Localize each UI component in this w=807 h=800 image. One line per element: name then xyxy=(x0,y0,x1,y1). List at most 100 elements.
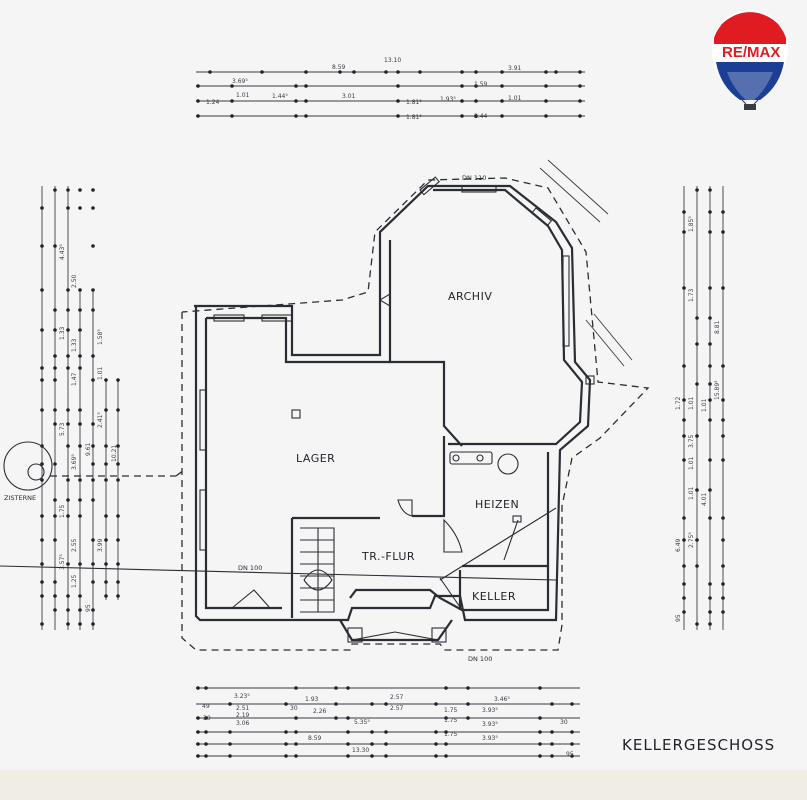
dimension-tick xyxy=(294,754,298,758)
dimension-tick xyxy=(578,114,582,118)
dimension-tick xyxy=(544,99,548,103)
dimension-tick xyxy=(78,478,82,482)
dimension-tick xyxy=(284,730,288,734)
dimension-tick xyxy=(444,716,448,720)
dimension-tick xyxy=(104,378,108,382)
dimension-tick xyxy=(396,84,400,88)
dimension-tick xyxy=(500,70,504,74)
dimension-tick xyxy=(466,686,470,690)
dimension-tick xyxy=(204,686,208,690)
dimension-tick xyxy=(570,702,574,706)
dimension-tick xyxy=(196,686,200,690)
dim-right-5: 1.01 xyxy=(688,396,695,410)
dim-right-8: 3.75 xyxy=(688,434,695,448)
left-dimension-block: 4.43⁵ 2.50 1.33 1.33 1.58⁵ 1.47 1.01 2.4… xyxy=(40,186,120,630)
dimension-tick xyxy=(570,742,574,746)
dim-top-11: 1.24 xyxy=(206,99,220,106)
dimension-tick xyxy=(708,458,712,462)
dim-bottom-16: 1.75 xyxy=(444,707,458,714)
dimension-tick xyxy=(708,210,712,214)
dim-top-8: 1.93⁵ xyxy=(440,96,456,103)
dn-bottom-label: DN 100 xyxy=(468,655,492,663)
dimension-tick xyxy=(721,364,725,368)
dimension-tick xyxy=(384,754,388,758)
dimension-tick xyxy=(78,308,82,312)
dimension-tick xyxy=(78,206,82,210)
dimension-tick xyxy=(346,730,350,734)
dimension-tick xyxy=(721,434,725,438)
dimension-tick xyxy=(230,114,234,118)
dimension-tick xyxy=(66,594,70,598)
dimension-tick xyxy=(116,378,120,382)
dim-bottom-11: 3.93⁵ xyxy=(482,721,498,728)
dimension-tick xyxy=(346,754,350,758)
dim-right-11: 2.75⁵ xyxy=(688,532,695,548)
dimension-tick xyxy=(78,622,82,626)
dimension-tick xyxy=(91,562,95,566)
dim-bottom-15: 5.35⁵ xyxy=(354,719,370,726)
dim-right-4: 1.72 xyxy=(675,396,682,410)
dim-bottom-12: 3.93⁵ xyxy=(482,735,498,742)
dimension-tick xyxy=(444,730,448,734)
dimension-tick xyxy=(196,114,200,118)
dimension-tick xyxy=(40,478,44,482)
dimension-tick xyxy=(460,99,464,103)
dimension-tick xyxy=(538,742,542,746)
dimension-tick xyxy=(682,582,686,586)
dimension-tick xyxy=(104,562,108,566)
dimension-tick xyxy=(578,99,582,103)
dimension-tick xyxy=(708,188,712,192)
dimension-tick xyxy=(66,622,70,626)
dim-top-12: 1.01 xyxy=(508,95,522,102)
dim-top-6: 13.10 xyxy=(384,57,401,64)
dimension-tick xyxy=(434,742,438,746)
dimension-tick xyxy=(682,564,686,568)
dimension-tick xyxy=(78,422,82,426)
dimension-tick xyxy=(91,622,95,626)
dimension-tick xyxy=(196,742,200,746)
dimension-tick xyxy=(500,84,504,88)
dim-left-4: 1.33 xyxy=(71,338,78,352)
dim-right-1: 1.85⁵ xyxy=(688,216,695,232)
dimension-tick xyxy=(66,206,70,210)
dimension-tick xyxy=(708,488,712,492)
room-label-keller: KELLER xyxy=(472,590,516,603)
dimension-tick xyxy=(708,516,712,520)
dimension-tick xyxy=(78,608,82,612)
dimension-tick xyxy=(304,99,308,103)
dimension-tick xyxy=(40,562,44,566)
dimension-tick xyxy=(500,99,504,103)
dim-right-12: 1.01 xyxy=(688,456,695,470)
dimension-tick xyxy=(384,702,388,706)
bottom-dimension-block: 3.23⁵ 2.51 2.19 3.06 1.93 2.26 2.57 2.57… xyxy=(196,686,580,758)
dimension-tick xyxy=(444,742,448,746)
dimension-tick xyxy=(695,434,699,438)
dimension-tick xyxy=(721,564,725,568)
dimension-tick xyxy=(78,288,82,292)
dimension-tick xyxy=(682,210,686,214)
dimension-tick xyxy=(116,514,120,518)
dim-right-13: 1.01 xyxy=(688,486,695,500)
dimension-tick xyxy=(66,308,70,312)
dimension-tick xyxy=(578,70,582,74)
dimension-tick xyxy=(284,702,288,706)
dimension-tick xyxy=(228,742,232,746)
dimension-tick xyxy=(338,70,342,74)
dim-right-7: 15.89⁵ xyxy=(714,380,721,400)
right-dimension-block: 1.85⁵ 1.73 8.81 1.72 1.01 1.01 15.89⁵ 3.… xyxy=(675,186,725,630)
dimension-tick xyxy=(116,478,120,482)
dimension-tick xyxy=(66,188,70,192)
dimension-tick xyxy=(78,514,82,518)
dimension-tick xyxy=(474,114,478,118)
dim-bottom-23: 95 xyxy=(566,751,574,758)
remax-logo-text: RE/MAX xyxy=(722,44,780,61)
dimension-tick xyxy=(78,366,82,370)
dim-bottom-18: 1.75 xyxy=(444,731,458,738)
room-label-archiv: ARCHIV xyxy=(448,290,492,303)
dimension-tick xyxy=(708,230,712,234)
dimension-tick xyxy=(474,70,478,74)
dimension-tick xyxy=(682,230,686,234)
dimension-tick xyxy=(40,462,44,466)
dimension-tick xyxy=(682,286,686,290)
